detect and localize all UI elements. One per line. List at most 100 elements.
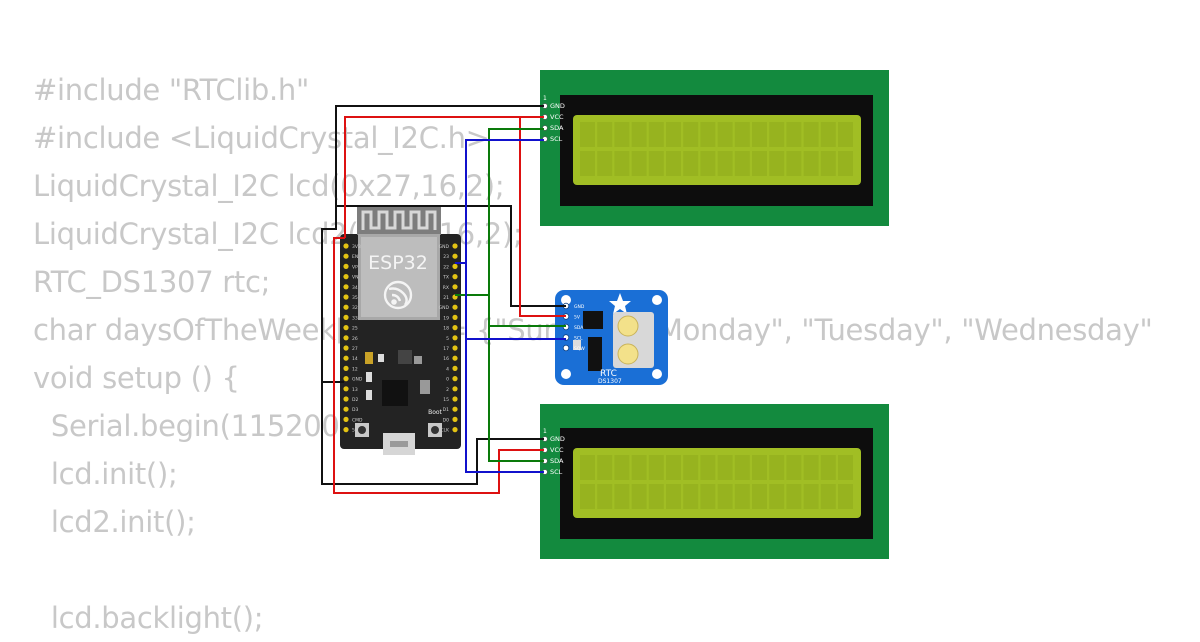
esp32-pin-label: GND [439,305,450,311]
lcd-char-cell [614,151,630,176]
rtc-pin-label: GND [574,304,585,310]
esp32-pin-label: CMD [352,417,363,423]
lcd-char-cell [786,455,802,480]
esp32-pin-label: VN [352,275,358,281]
lcd-pin-label: VCC [550,113,564,121]
esp32-pin[interactable] [343,386,349,392]
esp32-pin-label: 32 [352,305,358,311]
lcd-char-cell [614,484,630,509]
esp32-pin[interactable] [343,376,349,382]
esp32-pin[interactable] [343,253,349,259]
espressif-logo-icon [383,280,413,310]
esp32-pin[interactable] [343,263,349,269]
lcd-char-cell [820,455,836,480]
esp32-pin[interactable] [452,314,458,320]
lcd-char-cell [838,151,853,176]
lcd-char-cell [580,484,595,509]
esp32-pin[interactable] [452,284,458,290]
esp32-pin[interactable] [343,304,349,310]
esp32-pin-label: TX [442,275,449,281]
lcd-char-cell [648,151,664,176]
lcd-char-cell [648,484,664,509]
esp32-pin[interactable] [343,284,349,290]
esp32-pin[interactable] [343,406,349,412]
esp32-pin[interactable] [343,274,349,280]
esp32-pin[interactable] [452,274,458,280]
lcd-char-cell [614,122,630,147]
boot-button-label: Boot [428,409,442,416]
lcd-char-cell [734,484,750,509]
esp32-pin[interactable] [452,416,458,422]
esp32-pin[interactable] [343,325,349,331]
esp32-pin[interactable] [452,243,458,249]
esp32-board[interactable]: ESP32 Boot 3V3ENVPVN343532332526271412GN… [340,207,461,455]
wire-vcc[interactable] [333,116,566,494]
esp32-pin[interactable] [343,365,349,371]
lcd-char-cell [631,151,647,176]
esp32-pin[interactable] [452,325,458,331]
rtc-pin[interactable] [562,344,570,352]
lcd-char-cell [631,455,647,480]
esp32-pin[interactable] [452,263,458,269]
lcd-char-cell [838,455,853,480]
esp32-pin-label: 34 [352,285,358,291]
lcd-char-cell [717,484,733,509]
lcd-char-cell [666,455,681,480]
code-line: lcd.init(); [33,457,178,491]
esp32-pin[interactable] [452,376,458,382]
lcd-char-cell [700,484,716,509]
rtc-label: RTC [600,369,617,379]
lcd-char-cell [648,122,664,147]
esp32-pin[interactable] [452,427,458,433]
esp32-pin-label: 26 [352,336,358,342]
lcd-char-cell [683,151,699,176]
esp32-pin[interactable] [343,335,349,341]
lcd-bottom-pin-number: 1 [543,428,547,435]
esp32-pin[interactable] [452,365,458,371]
esp32-pin[interactable] [343,294,349,300]
esp32-pin[interactable] [343,314,349,320]
esp32-pin[interactable] [343,396,349,402]
code-line: lcd.backlight(); [33,601,264,635]
esp32-pin[interactable] [452,396,458,402]
lcd-char-cell [631,122,647,147]
esp32-pin-label: 18 [443,326,449,332]
lcd-char-cell [597,122,613,147]
esp32-pin-label: 5 [446,336,449,342]
esp32-pin[interactable] [452,386,458,392]
lcd-char-cell [666,151,681,176]
rtc-model: DS1307 [598,378,622,385]
esp32-pin[interactable] [452,345,458,351]
wire-scl[interactable] [455,139,566,473]
esp32-pin[interactable] [452,406,458,412]
lcd-char-cell [597,455,613,480]
code-line: void setup () { [33,361,240,395]
esp32-pin-label: 16 [443,356,449,362]
lcd-char-cell [769,151,785,176]
lcd-char-cell [820,151,836,176]
lcd-char-cell [683,122,699,147]
lcd-char-cell [838,484,853,509]
esp32-pin-label: 3V3 [352,244,361,250]
esp32-pin[interactable] [452,355,458,361]
esp32-pin[interactable] [452,304,458,310]
esp32-pin[interactable] [452,335,458,341]
esp32-pin-label: 33 [352,315,358,321]
lcd-char-cell [803,455,819,480]
lcd-char-cell [803,484,819,509]
lcd-char-cell [752,122,767,147]
esp32-pin[interactable] [343,427,349,433]
esp32-pin[interactable] [343,345,349,351]
esp32-pin[interactable] [452,253,458,259]
esp32-pin-label: 2 [446,387,449,393]
wire-sda[interactable] [455,128,566,462]
esp32-pin-label: 12 [352,366,358,372]
esp32-pin[interactable] [343,416,349,422]
lcd-char-cell [752,151,767,176]
esp32-pin[interactable] [343,243,349,249]
esp32-pin[interactable] [343,355,349,361]
esp32-pin-label: 5V [352,428,359,434]
